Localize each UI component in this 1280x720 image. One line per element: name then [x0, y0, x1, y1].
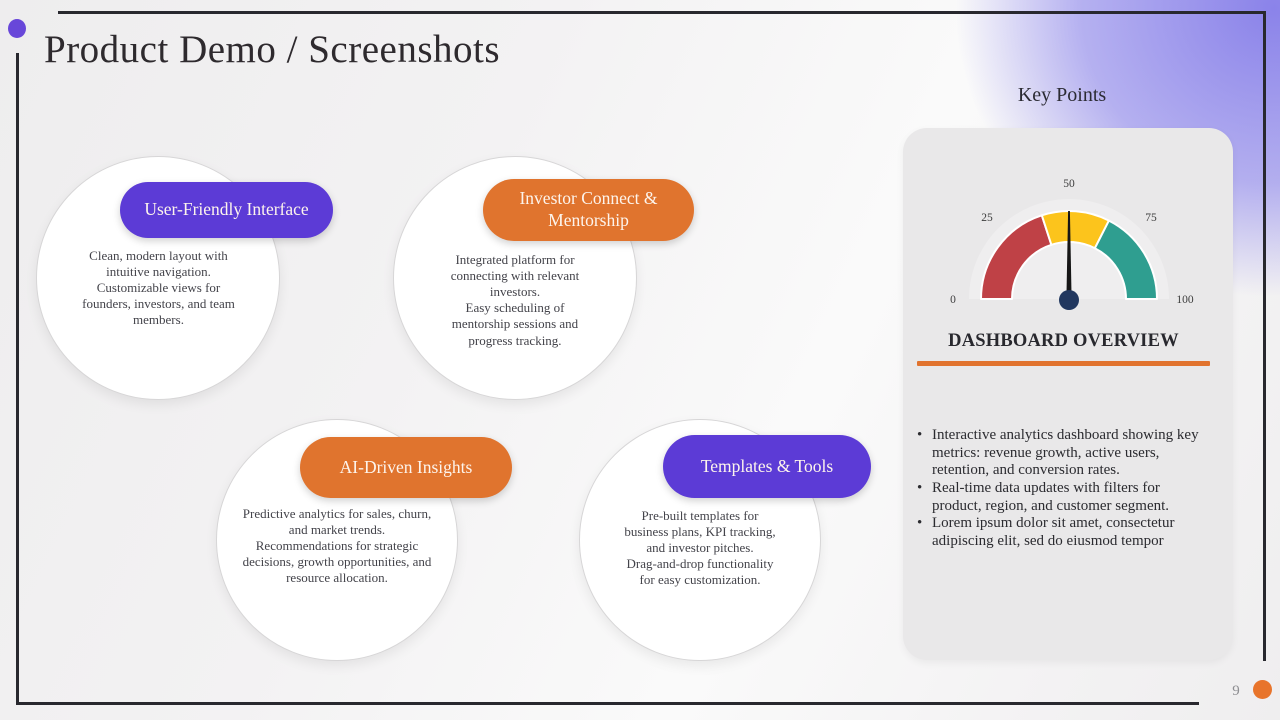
feature-pill-investor-connect: Investor Connect & Mentorship [483, 179, 694, 241]
frame-line-bottom [16, 702, 1199, 705]
feature-pill-ai-insights: AI-Driven Insights [300, 437, 512, 498]
frame-line-top [58, 11, 1266, 14]
feature-description-line: Pre-built templates for business plans, … [624, 508, 776, 556]
bullet-item: Real-time data updates with filters for … [915, 480, 1213, 515]
frame-line-left [16, 53, 19, 705]
feature-pill-label: AI-Driven Insights [339, 456, 473, 477]
feature-description-templates-tools: Pre-built templates for business plans, … [622, 508, 778, 589]
svg-text:75: 75 [1145, 212, 1157, 224]
gauge-chart: 0 25 50 75 100 [903, 127, 1233, 357]
bullet-item: Interactive analytics dashboard showing … [915, 427, 1213, 480]
feature-pill-label: Investor Connect & Mentorship [519, 188, 658, 230]
svg-text:25: 25 [981, 212, 993, 224]
feature-description-user-friendly: Clean, modern layout with intuitive navi… [76, 248, 241, 329]
svg-text:0: 0 [950, 294, 956, 306]
feature-description-line: Recommendations for strategic decisions,… [242, 538, 432, 586]
orange-accent-rule [917, 361, 1210, 366]
feature-description-line: Drag-and-drop functionality for easy cus… [626, 556, 774, 588]
feature-description-line: Predictive analytics for sales, churn, a… [242, 506, 432, 538]
orange-dot-decoration [1253, 680, 1272, 699]
feature-description-line: Integrated platform for connecting with … [450, 252, 580, 300]
dashboard-overview-title: DASHBOARD OVERVIEW [948, 331, 1179, 351]
feature-pill-label: Templates & Tools [700, 455, 834, 476]
page-title: Product Demo / Screenshots [44, 28, 501, 71]
feature-description-line: Easy scheduling of mentorship sessions a… [451, 300, 579, 348]
feature-description-ai-insights: Predictive analytics for sales, churn, a… [237, 506, 437, 587]
feature-pill-label: User-Friendly Interface [144, 199, 309, 220]
svg-text:50: 50 [1063, 178, 1075, 190]
feature-description-line: Clean, modern layout with intuitive navi… [89, 248, 228, 280]
frame-line-right [1263, 11, 1266, 661]
page-number: 9 [1232, 683, 1240, 699]
feature-pill-user-friendly: User-Friendly Interface [120, 182, 333, 238]
key-points-bullet-list: Interactive analytics dashboard showing … [915, 427, 1213, 551]
svg-text:100: 100 [1176, 294, 1194, 306]
bullet-item: Lorem ipsum dolor sit amet, consectetur … [915, 515, 1213, 550]
purple-dot-decoration [8, 19, 26, 38]
gauge-chart-svg: 0 25 50 75 100 [950, 178, 1194, 310]
feature-description-investor-connect: Integrated platform for connecting with … [435, 252, 595, 349]
feature-pill-templates-tools: Templates & Tools [663, 435, 871, 498]
key-points-heading: Key Points [1017, 84, 1107, 106]
feature-description-line: Customizable views for founders, investo… [82, 280, 235, 328]
